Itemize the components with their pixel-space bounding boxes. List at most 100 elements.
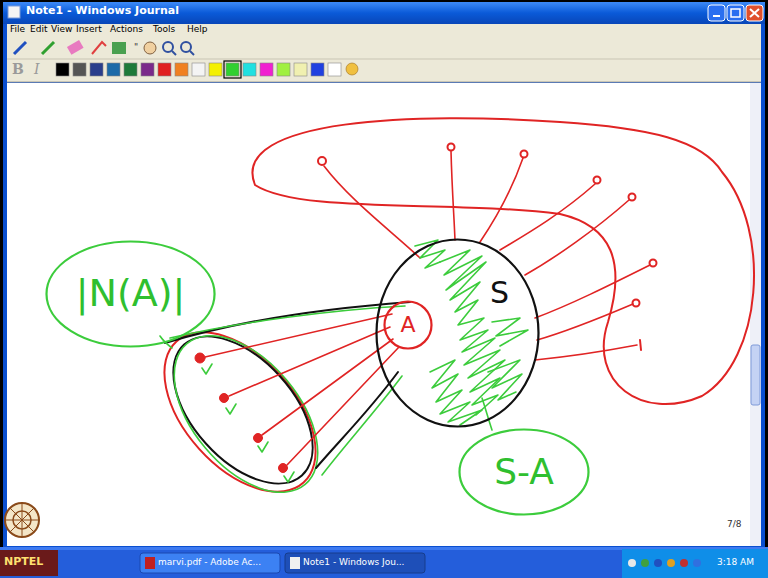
color-palette xyxy=(243,63,256,76)
top-vertices xyxy=(633,300,640,307)
top-vertices xyxy=(318,157,326,165)
clock: 3:18 AM xyxy=(717,557,754,567)
color-palette xyxy=(107,63,120,76)
toolbar-icons xyxy=(92,42,106,54)
neighbour-vertices xyxy=(279,464,288,473)
color-palette xyxy=(224,61,241,78)
check-marks xyxy=(258,442,268,452)
neighbour-vertices xyxy=(254,434,263,443)
s-minus-a-hatching xyxy=(488,360,522,400)
color-palette xyxy=(158,63,171,76)
window-chrome xyxy=(731,9,740,17)
menu-item: Tools xyxy=(153,24,175,34)
color-palette xyxy=(209,63,222,76)
note-canvas xyxy=(750,83,761,546)
edges-to-s xyxy=(537,304,633,340)
ellipse-outline xyxy=(460,430,589,515)
taskbar-button: Note1 - Windows Jou... xyxy=(303,557,404,567)
taskbar xyxy=(654,559,662,567)
taskbar xyxy=(693,559,701,567)
window-chrome xyxy=(3,2,765,547)
taskbar xyxy=(285,553,425,573)
color-palette xyxy=(192,63,205,76)
cone-lines xyxy=(322,376,402,475)
taskbar xyxy=(641,559,649,567)
window-chrome xyxy=(746,5,763,21)
toolbar-icons xyxy=(181,42,191,52)
color-palette xyxy=(346,63,358,75)
taskbar xyxy=(680,559,688,567)
edges-to-s xyxy=(324,151,650,360)
toolbar-icons xyxy=(172,51,176,55)
top-vertices xyxy=(640,340,641,350)
window-chrome xyxy=(727,5,744,21)
window-chrome xyxy=(7,82,761,83)
taskbar xyxy=(622,549,768,578)
neighbour-vertices xyxy=(195,353,288,473)
window-title: Note1 - Windows Journal xyxy=(26,5,179,18)
set-s-circle: SA xyxy=(375,238,540,428)
color-palette xyxy=(56,61,358,78)
cone-lines xyxy=(170,306,405,338)
check-marks xyxy=(284,472,294,482)
top-vertices xyxy=(521,151,528,158)
toolbar-icons: " xyxy=(14,40,194,55)
color-palette xyxy=(328,63,341,76)
check-marks xyxy=(226,404,236,414)
edges-from-a xyxy=(205,314,392,357)
color-palette xyxy=(294,63,307,76)
edges-to-s xyxy=(535,265,650,318)
menu-item: Help xyxy=(187,24,208,34)
window-chrome xyxy=(3,2,765,547)
outline xyxy=(375,238,540,428)
taskbar-button: marvi.pdf - Adobe Ac... xyxy=(158,557,261,567)
toolbar-icons: " xyxy=(134,42,138,52)
italic-button: I xyxy=(34,61,40,77)
menu-item: Actions xyxy=(110,24,143,34)
ellipse-outline xyxy=(385,302,432,349)
toolbar-icons xyxy=(14,42,26,54)
taskbar xyxy=(140,553,280,573)
taskbar xyxy=(290,557,300,569)
top-vertices xyxy=(448,144,455,151)
page-number: 7/8 xyxy=(727,519,741,529)
node-label: A xyxy=(400,313,415,337)
nptel-logo: NPTEL xyxy=(4,556,43,569)
taskbar xyxy=(0,547,768,578)
edges-to-s xyxy=(525,200,629,275)
toolbar-icons xyxy=(67,40,84,55)
node-label: |N(A)| xyxy=(76,273,186,315)
neighbour-set-green xyxy=(146,309,345,518)
cone-lines xyxy=(165,302,410,475)
neighbour-count-label: |N(A)| xyxy=(45,240,216,348)
window-chrome xyxy=(708,5,725,21)
s-minus-a-hatching xyxy=(440,250,505,415)
color-palette xyxy=(124,63,137,76)
color-palette xyxy=(277,63,290,76)
difference-label: S-A xyxy=(458,428,590,516)
nptel-emblem xyxy=(5,503,39,537)
edges-to-s xyxy=(451,151,455,240)
hand-drawing xyxy=(136,118,754,519)
nptel-emblem xyxy=(5,503,39,537)
neighbour-vertices xyxy=(220,394,229,403)
window-chrome xyxy=(8,6,20,18)
bold-button: B xyxy=(12,61,24,77)
window-chrome xyxy=(7,59,761,60)
top-vertices xyxy=(594,177,601,184)
taskbar xyxy=(628,559,636,567)
color-palette xyxy=(73,63,86,76)
nptel-emblem xyxy=(5,503,39,537)
check-marks xyxy=(202,364,212,374)
edges-to-s xyxy=(535,345,637,360)
edges-from-a xyxy=(262,339,393,435)
color-palette xyxy=(260,63,273,76)
color-palette xyxy=(226,63,239,76)
color-palette xyxy=(311,63,324,76)
s-minus-a-hatching xyxy=(430,360,482,425)
leader-s-a xyxy=(482,398,492,430)
toolbar-icons xyxy=(42,42,54,54)
set-a-circle: A xyxy=(383,300,433,350)
